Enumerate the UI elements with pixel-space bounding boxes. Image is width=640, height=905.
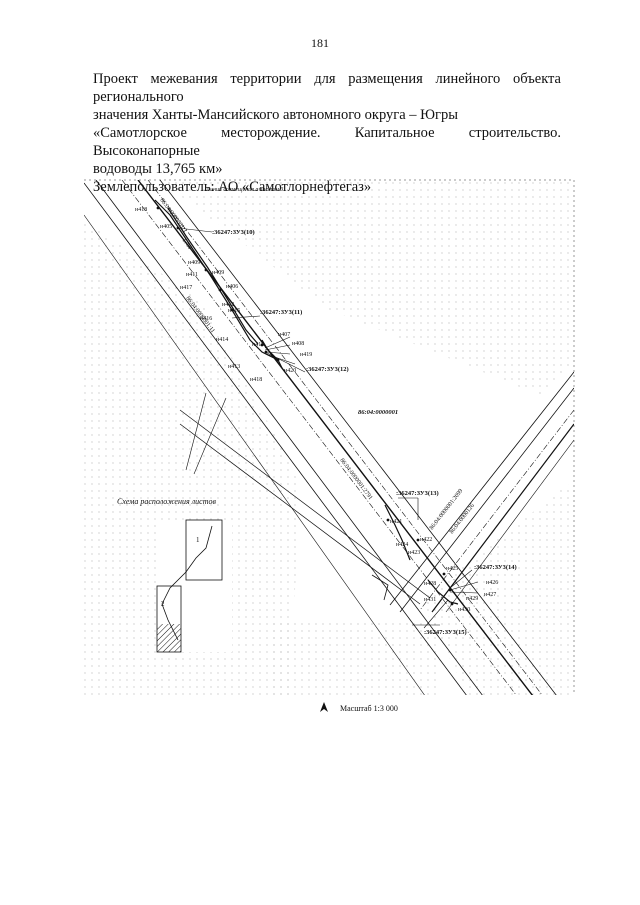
boundary-point-markers: [156, 206, 454, 606]
map-frame: [84, 179, 575, 695]
scale-label: Масштаб 1:3 000: [340, 704, 398, 713]
pipeline-corridor: [84, 180, 557, 695]
parcel-label-13: :36247:ЗУ3(13): [396, 490, 439, 497]
point-label-n410: н410: [252, 342, 264, 348]
sheet-scheme: Схема расположения листов 1 2: [117, 497, 232, 653]
point-label-n412: н412: [222, 302, 234, 308]
scale-block: Масштаб 1:3 000: [320, 702, 398, 713]
north-arrow-icon: [320, 702, 328, 712]
point-label-n418b: н418: [250, 377, 262, 383]
parcel-label-10: :36247:ЗУ3(10): [212, 229, 255, 236]
point-label-n421: н421: [390, 519, 402, 525]
header-line-2: значения Ханты-Мансийского автономного о…: [93, 107, 458, 123]
header-line-4: водоводы 13,765 км»: [93, 161, 223, 177]
point-label-n429: н429: [466, 596, 478, 602]
point-label-n416: н416: [200, 316, 212, 322]
point-label-n422: н422: [420, 537, 432, 543]
point-label-n414: н414: [216, 337, 228, 343]
boundary-point-labels: н418 н405 н409 н409 н411 н406 н417 н412 …: [135, 207, 498, 613]
point-label-n405: н405: [160, 224, 172, 230]
point-label-n407: н407: [278, 332, 290, 338]
district-label: 86:04:0000001: [358, 409, 398, 416]
parcel-outlines: [154, 199, 459, 605]
parcel-label-12: :36247:ЗУ3(12): [306, 366, 349, 373]
point-label-n406: н406: [226, 284, 238, 290]
point-label-n420: н420: [284, 368, 296, 374]
crossing-road: [179, 371, 574, 613]
scheme-sheet-1: 1: [196, 536, 200, 544]
point-label-n417: н417: [180, 285, 192, 291]
point-label-n415: н415: [228, 308, 240, 314]
point-label-n431: н431: [424, 597, 436, 603]
point-label-n427: н427: [484, 592, 496, 598]
point-label-n425: н425: [446, 566, 458, 572]
point-label-n430: н430: [458, 607, 470, 613]
scheme-sheet-2: 2: [161, 600, 165, 608]
point-label-n426: н426: [486, 580, 498, 586]
point-label-n428: н428: [424, 581, 436, 587]
header-line-1: Проект межевания территории для размещен…: [93, 71, 561, 105]
point-label-n409: н409: [188, 260, 200, 266]
leader-lines: [177, 227, 479, 629]
point-label-n408: н408: [292, 341, 304, 347]
point-label-n411: н411: [186, 272, 198, 278]
point-label-n424: н424: [396, 542, 408, 548]
map-background: [84, 180, 574, 695]
parcel-label-14: :36247:ЗУ3(14): [474, 564, 517, 571]
point-label-n413: н413: [228, 364, 240, 370]
header-line-3: «Самотлорское месторождение. Капитальное…: [93, 125, 561, 159]
point-label-n418: н418: [135, 207, 147, 213]
match-line-label: Линия совмещения с листом 3: [205, 187, 283, 193]
point-label-n423: н423: [408, 550, 420, 556]
parcel-labels: :36247:ЗУ3(10) :36247:ЗУ3(11) :36247:ЗУ3…: [212, 229, 517, 636]
scheme-title: Схема расположения листов: [117, 497, 216, 506]
page-number: 181: [311, 36, 329, 50]
point-label-n419: н419: [300, 352, 312, 358]
parcel-label-15: :36247:ЗУ3(15): [424, 629, 467, 636]
point-label-n409b: н409: [212, 270, 224, 276]
parcel-label-11: :36247:ЗУ3(11): [260, 309, 302, 316]
